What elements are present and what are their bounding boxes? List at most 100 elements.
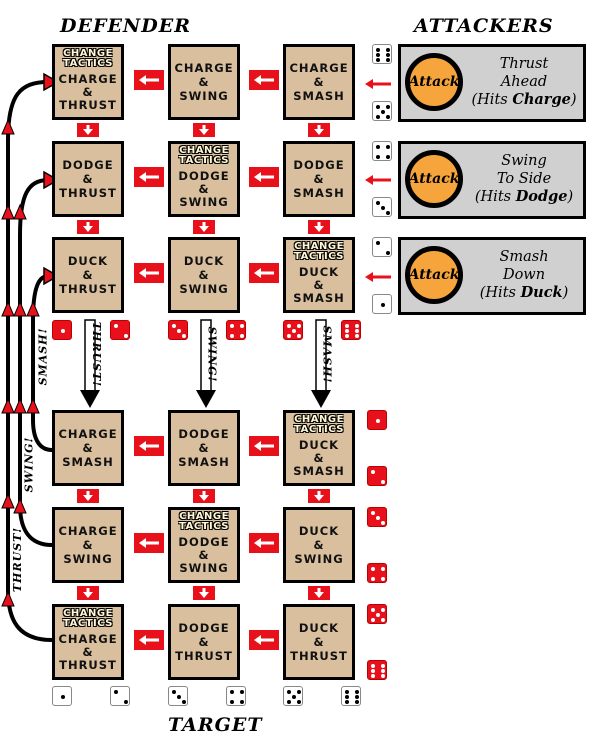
tile-text: THRUST — [59, 658, 117, 672]
tile-text: & — [198, 635, 210, 649]
curve-up-marker — [1, 203, 15, 220]
attacker-die-1-bottom — [372, 101, 392, 121]
tile-text: CHARGE — [58, 72, 118, 86]
tile-text: & — [313, 451, 325, 465]
target-die-1 — [52, 686, 72, 706]
tile-text: CHARGE — [58, 524, 118, 538]
tile-r3c1[interactable]: DUCK&THRUST — [52, 237, 124, 313]
curve-up-marker — [1, 300, 15, 317]
change-tactics-label: CHANGE TACTICS — [294, 414, 344, 435]
down-arrow-r1c2 — [193, 123, 215, 137]
tile-r4c1[interactable]: CHARGE&SMASH — [52, 410, 124, 486]
attack-desc-part: (Hits — [471, 92, 513, 108]
attack-desc-part: Charge — [512, 91, 571, 108]
tile-r5c3[interactable]: DUCK&SWING — [283, 507, 355, 583]
tile-text: DUCK — [67, 254, 109, 268]
attacker-die-2-top — [372, 141, 392, 161]
tile-r1c3[interactable]: CHARGE&SMASH — [283, 44, 355, 120]
attacker-die-3-bottom — [372, 294, 392, 314]
tile-r6c2[interactable]: DODGE&THRUST — [168, 604, 240, 680]
tile-text: & — [198, 75, 210, 89]
target-heading: TARGET — [168, 714, 263, 736]
tile-text: & — [82, 172, 94, 186]
change-tactics-label: CHANGE TACTICS — [63, 608, 113, 629]
down-arrow-r1c3 — [308, 123, 330, 137]
tile-text: THRUST — [59, 282, 117, 296]
attack-desc-part: Dodge — [515, 188, 568, 205]
left-arrow-r5-b — [249, 533, 279, 553]
tile-text: SWING — [294, 552, 344, 566]
thrust-curve-label: THRUST! — [11, 526, 25, 593]
attack-desc-part: Down — [502, 267, 546, 283]
smash-return-curve — [31, 274, 53, 452]
tile-r5c1[interactable]: CHARGE&SWING — [52, 507, 124, 583]
tile-text: SMASH — [293, 186, 345, 200]
tile-text: & — [313, 278, 325, 292]
tile-text: & — [313, 75, 325, 89]
target-die-2 — [110, 686, 130, 706]
curve-up-marker — [13, 497, 27, 514]
target-die-4 — [226, 686, 246, 706]
tile-r2c3[interactable]: DODGE&SMASH — [283, 141, 355, 217]
mid-die-5 — [283, 320, 303, 340]
down-arrow-r5c1 — [77, 586, 99, 600]
curve-up-marker — [26, 300, 40, 317]
tile-text: SMASH — [178, 455, 230, 469]
left-arrow-r3-a — [134, 263, 164, 283]
attack-button[interactable]: Attack — [405, 53, 463, 111]
target-die-3 — [168, 686, 188, 706]
tile-text: CHARGE — [174, 61, 234, 75]
down-arrow-r1c1 — [77, 123, 99, 137]
left-arrow-r6-b — [249, 630, 279, 650]
attack-desc-part: Duck — [520, 284, 563, 301]
curve-up-marker — [1, 492, 15, 509]
tile-text: DODGE — [62, 158, 114, 172]
tile-text: SWING — [179, 282, 229, 296]
curve-up-marker — [13, 203, 27, 220]
tile-r2c1[interactable]: DODGE&THRUST — [52, 141, 124, 217]
left-arrow-r4-b — [249, 436, 279, 456]
down-arrow-r4c2 — [193, 489, 215, 503]
left-arrow-r2-a — [134, 167, 164, 187]
change-tactics-label: CHANGE TACTICS — [63, 48, 113, 69]
smash-label: SMASH! — [320, 325, 334, 384]
attack-arrow-1 — [365, 79, 391, 89]
attack-button[interactable]: Attack — [405, 246, 463, 304]
thrust-drop-arrow — [80, 319, 100, 408]
tile-r4c2[interactable]: DODGE&SMASH — [168, 410, 240, 486]
down-arrow-r4c1 — [77, 489, 99, 503]
tile-r6c3[interactable]: DUCK&THRUST — [283, 604, 355, 680]
down-arrow-r5c2 — [193, 586, 215, 600]
left-arrow-r1-b — [249, 70, 279, 90]
tile-text: DUCK — [298, 438, 340, 452]
attack-button[interactable]: Attack — [405, 150, 463, 208]
left-arrow-r3-b — [249, 263, 279, 283]
attacker-die-1-top — [372, 44, 392, 64]
attacker-die-2-bottom — [372, 197, 392, 217]
tile-text: & — [82, 268, 94, 282]
tile-text: CHARGE — [58, 632, 118, 646]
tile-r1c2[interactable]: CHARGE&SWING — [168, 44, 240, 120]
tile-text: & — [313, 538, 325, 552]
thrust-label: THRUST! — [90, 321, 104, 388]
left-arrow-r1-a — [134, 70, 164, 90]
attackers-heading: ATTACKERS — [414, 15, 554, 37]
attack-desc-part: Thrust — [499, 56, 549, 72]
attacker-die-3-top — [372, 237, 392, 257]
curve-up-marker — [26, 397, 40, 414]
tile-text: DUCK — [298, 265, 340, 279]
tile-r3c2[interactable]: DUCK&SWING — [168, 237, 240, 313]
tile-text: THRUST — [290, 649, 348, 663]
tile-text: DUCK — [183, 254, 225, 268]
attack-desc-part: ) — [570, 92, 577, 108]
